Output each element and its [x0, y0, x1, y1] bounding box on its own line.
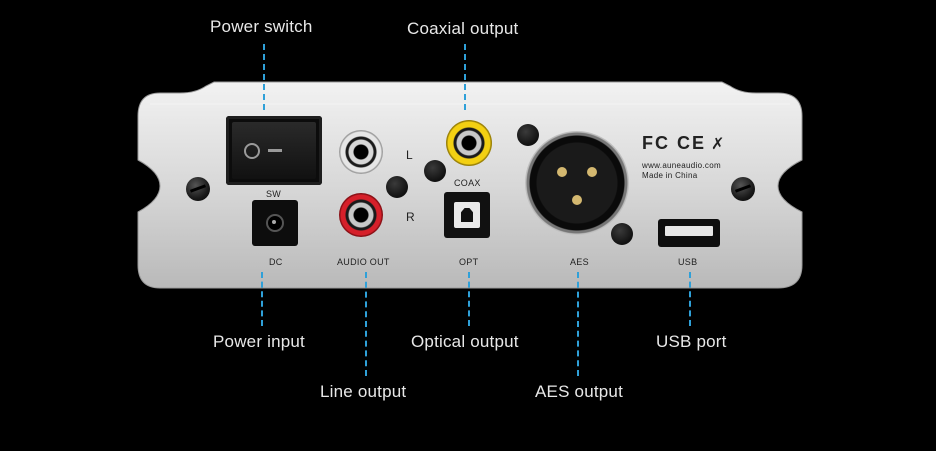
- rca-left-output[interactable]: [339, 130, 383, 174]
- website-text: www.auneaudio.com: [642, 161, 721, 170]
- on-symbol-icon: [268, 149, 282, 152]
- optical-port-icon: [461, 208, 473, 222]
- usb-port-leader: [689, 272, 691, 326]
- power-switch-callout: Power switch: [210, 17, 313, 36]
- usb-port-callout: USB port: [656, 332, 727, 351]
- rca-right-output[interactable]: [339, 193, 383, 237]
- weee-bin-icon: ✗: [711, 136, 725, 153]
- optical-output-port[interactable]: [444, 192, 490, 238]
- aes-output-leader: [577, 272, 579, 376]
- xlr-screw: [517, 124, 539, 146]
- opt-label: OPT: [459, 257, 479, 267]
- power-switch-leader: [263, 44, 265, 110]
- rca-right-label: R: [406, 210, 415, 224]
- dc-label: DC: [269, 257, 283, 267]
- coaxial-output-leader: [464, 44, 466, 110]
- power-input-callout: Power input: [213, 332, 305, 351]
- mount-post: [386, 176, 408, 198]
- certification-marks: FC CE: [642, 133, 706, 153]
- right-screw: [731, 177, 755, 201]
- optical-output-callout: Optical output: [411, 332, 519, 351]
- sw-label: SW: [266, 189, 282, 199]
- off-symbol-icon: [244, 143, 260, 159]
- mount-post: [424, 160, 446, 182]
- usb-tongue: [665, 226, 713, 236]
- made-in-text: Made in China: [642, 171, 698, 180]
- aes-label: AES: [570, 257, 589, 267]
- dc-power-jack[interactable]: [252, 200, 298, 246]
- rca-left-label: L: [406, 148, 413, 162]
- line-output-callout: Line output: [320, 382, 407, 401]
- power-switch[interactable]: [226, 116, 322, 185]
- aes-xlr-output[interactable]: [525, 131, 629, 235]
- usb-port[interactable]: [658, 219, 720, 247]
- coaxial-output-callout: Coaxial output: [407, 19, 519, 38]
- xlr-pin: [587, 167, 597, 177]
- optical-output-leader: [468, 272, 470, 326]
- coaxial-output-jack[interactable]: [446, 120, 492, 166]
- coax-label: COAX: [454, 178, 481, 188]
- power-input-leader: [261, 272, 263, 326]
- aes-output-callout: AES output: [535, 382, 624, 401]
- usb-label: USB: [678, 257, 698, 267]
- left-screw: [186, 177, 210, 201]
- dc-jack-pin: [272, 220, 276, 224]
- xlr-pin: [557, 167, 567, 177]
- xlr-screw: [611, 223, 633, 245]
- xlr-pin: [572, 195, 582, 205]
- audio-out-label: AUDIO OUT: [337, 257, 390, 267]
- line-output-leader: [365, 272, 367, 376]
